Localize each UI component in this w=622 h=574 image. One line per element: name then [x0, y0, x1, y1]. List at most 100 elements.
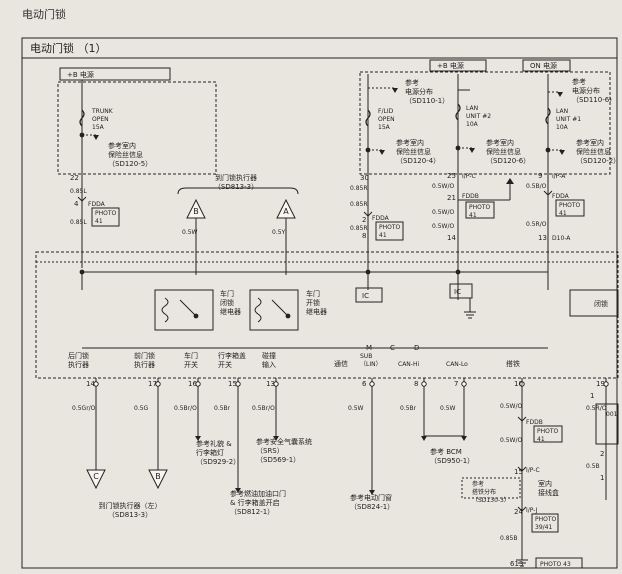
- bottom-pin-1b: 1: [600, 474, 604, 482]
- pin-9: 9: [538, 172, 542, 180]
- bottom-tri-b-letter: B: [155, 472, 161, 481]
- pin-22: 22: [70, 174, 79, 182]
- bottom-tri-c-letter: C: [93, 472, 99, 481]
- wire-05wo-a: 0.5W/O: [432, 183, 454, 190]
- conn-ipc: I/P-C: [462, 173, 476, 180]
- fuse-label-trunk: 15A: [92, 124, 105, 131]
- photo-box-e: [533, 425, 563, 443]
- fuse-label-trunk: TRUNK: [91, 108, 114, 115]
- relay-open-label: 开锁: [306, 298, 320, 307]
- bottom-ref-srs: 参考安全气囊系统: [256, 437, 312, 446]
- conn-fddb-a: FDDB: [462, 193, 479, 200]
- conn-ipj: I/P-J: [526, 507, 538, 514]
- wire-05ro-b: 0.5R/O: [586, 405, 607, 412]
- ref-arrow-fuse4: [379, 150, 385, 155]
- ref-fuse6: （SD120-6）: [486, 157, 530, 165]
- photo-a: PHOTO: [95, 210, 117, 217]
- power-label-on: ON 电源: [530, 61, 557, 70]
- photo-e: 41: [537, 436, 545, 443]
- bottom-ref-lamp: 参考礼貌 &: [196, 439, 232, 448]
- func-sub: （LIN）: [360, 361, 382, 368]
- relay-close-label: 闭锁: [220, 298, 234, 307]
- pin-13: 13: [538, 234, 547, 242]
- junction-dot: [193, 313, 199, 319]
- pin-14: 14: [447, 234, 456, 242]
- relay-open-label: 车门: [306, 289, 320, 298]
- ref-arrow-fuse2: [559, 150, 565, 155]
- wire-05wo-f: 0.5W/O: [500, 437, 522, 444]
- photo-box-b: [375, 221, 404, 241]
- ref-pwr6: 参考: [572, 77, 586, 86]
- right-letter: 001: [606, 411, 618, 418]
- bottom-wire-label-6: 0.5Br: [400, 405, 417, 412]
- func-canhi: CAN-Hi: [398, 361, 419, 368]
- bottom-wire-label-2: 0.5Br/O: [174, 405, 197, 412]
- bottom-ref-act: 到门锁执行器（左）: [99, 501, 162, 510]
- bottom-pin-circle-5: [369, 381, 375, 387]
- pin-25: 25: [447, 172, 456, 180]
- func-canlo: CAN-Lo: [446, 361, 468, 368]
- photo-b: 41: [379, 232, 387, 239]
- relay-open-box: [249, 289, 299, 331]
- ref-fuse5: 保险丝信息: [108, 150, 143, 159]
- ground-ref-box: [461, 477, 521, 499]
- junction-dot: [79, 269, 85, 275]
- arrow-up-right: [506, 178, 514, 184]
- wire-05wo-b: 0.5W/O: [432, 209, 454, 216]
- bottom-wire-label-5: 0.5W: [348, 405, 364, 412]
- bottom-pin-19: 19: [596, 380, 605, 388]
- photo-b: PHOTO: [379, 224, 401, 231]
- frame-title: 电动门锁 （1）: [30, 42, 107, 55]
- wire-085r-a: 0.85R: [350, 185, 368, 192]
- power-label-left: +B 电源: [67, 70, 94, 79]
- actuator-bracket: [177, 187, 299, 195]
- func-ground: 搭铁: [506, 359, 520, 368]
- bottom-wire-label-3: 0.5Br: [214, 405, 231, 412]
- bottom-tri-c: [86, 469, 106, 490]
- photo-f: 39/41: [535, 524, 552, 531]
- fuse-label-lan1: LAN: [556, 108, 568, 115]
- bottom-pin-label-7: 7: [454, 380, 458, 388]
- conn-fddb-b: FDDB: [526, 419, 543, 426]
- chevron-fddb-b: [517, 416, 527, 422]
- ref-fuse5: （SD120-5）: [108, 160, 152, 168]
- photo-c: 41: [469, 212, 477, 219]
- module-dashed-box: [35, 251, 619, 379]
- ic-box-1: [355, 287, 383, 303]
- pin-8: 8: [362, 232, 366, 240]
- relay-open-label: 继电器: [306, 307, 327, 316]
- ref-arrow-pwr1: [392, 88, 398, 93]
- relay-close-label: 继电器: [220, 307, 241, 316]
- fuse-lan2: [455, 103, 461, 121]
- relay-open-coil: [254, 297, 262, 323]
- bottom-pin-2: 2: [600, 450, 604, 458]
- right-switch-box: [595, 403, 619, 445]
- photo-e: PHOTO: [537, 428, 559, 435]
- photo-box-g: [535, 557, 583, 569]
- bottom-ref-fuel: 参考燃油加油口门: [230, 489, 286, 498]
- wire-085b: 0.85B: [500, 535, 517, 542]
- bottom-pin-label-1: 17: [148, 380, 157, 388]
- wire-05bo: 0.5B/O: [526, 183, 547, 190]
- ground-613: [516, 559, 528, 567]
- pin-21: 21: [447, 194, 456, 202]
- bottom-pin-circle-4: [273, 381, 279, 387]
- bottom-pin-label-0: 14: [86, 380, 95, 388]
- bottom-pin-label-2: 16: [188, 380, 197, 388]
- bottom-pin-circle-7: [461, 381, 467, 387]
- ref-fuse5: 参考室内: [108, 141, 136, 150]
- ref-pwr1: 参考: [405, 78, 419, 87]
- wire-line: [271, 299, 289, 317]
- bottom-ref-lamp: （SD929-2）: [196, 458, 240, 466]
- wire-085r-b: 0.85R: [350, 201, 368, 208]
- ic-label-1: IC: [362, 292, 369, 300]
- ref-fuse6: 参考室内: [486, 138, 514, 147]
- wire-05y: 0.5Y: [272, 229, 286, 236]
- wire-085l-b: 0.85L: [70, 219, 87, 226]
- ground-ic2: [464, 311, 476, 319]
- actuator-ref: （SD813-3）: [214, 183, 258, 191]
- junction-trunk: [79, 132, 85, 138]
- fuse-label-flid: OPEN: [378, 116, 395, 123]
- arrow-tri-b: [186, 198, 206, 219]
- ref-fuse2: （SD120-2）: [576, 157, 620, 165]
